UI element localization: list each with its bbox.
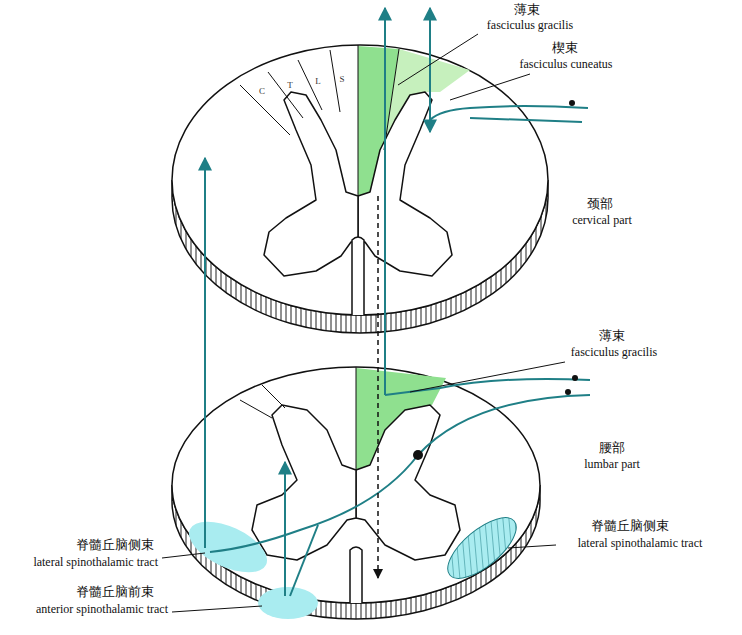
segment-letter: S — [337, 74, 346, 85]
tract-name-en: anterior spinothalamic tract — [34, 602, 170, 616]
tract-name: 脊髓丘脑侧束 — [589, 518, 671, 534]
neuron-dots — [413, 100, 578, 460]
tract-name-en: fasciculus gracilis — [485, 18, 575, 32]
cervical-column-divisions — [240, 45, 399, 196]
cervical-outline — [172, 45, 548, 315]
tract-name-en: fasciculus cuneatus — [518, 57, 615, 71]
tract-name: 脊髓丘脑前束 — [74, 584, 156, 600]
leader-lines — [162, 34, 565, 612]
tract-name: 楔束 — [550, 40, 580, 56]
tract-name-en: lateral spinothalamic tract — [31, 555, 160, 569]
cervical-anterior-fissure — [352, 237, 364, 315]
descending-dashed-line — [377, 196, 379, 578]
segment-letter: C — [257, 86, 267, 97]
pathway-lines — [205, 8, 590, 596]
tract-name-en: lateral spinothalamic tract — [576, 536, 705, 550]
anterior-spinothalamic — [258, 587, 318, 619]
left-lateral-spinothalamic — [181, 511, 274, 583]
tract-name: 薄束 — [597, 328, 627, 344]
segment-letter: T — [285, 80, 295, 91]
segment-name-en: cervical part — [570, 213, 634, 227]
lumbar-outline — [172, 367, 540, 603]
segment-name: 颈部 — [585, 196, 615, 212]
tract-name: 脊髓丘脑侧束 — [74, 537, 156, 553]
tract-name-en: fasciculus gracilis — [569, 345, 659, 359]
lumbar-column-divisions — [240, 367, 356, 470]
segment-name: 腰部 — [597, 440, 627, 456]
tract-name: 薄束 — [512, 2, 542, 18]
lumbar-anterior-fissure — [350, 547, 362, 603]
segment-letter: L — [313, 76, 323, 87]
segment-name-en: lumbar part — [582, 457, 642, 471]
